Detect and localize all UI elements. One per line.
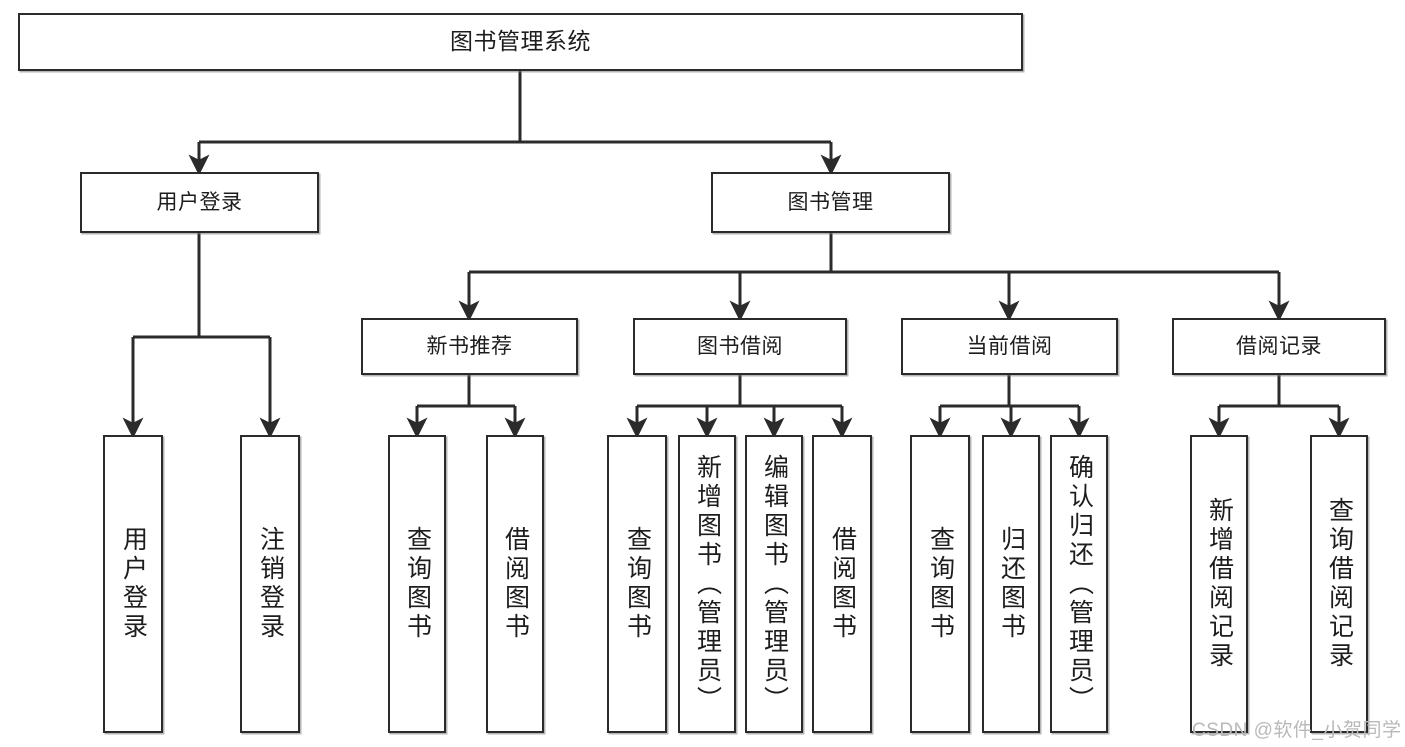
node-label: 借阅图书 bbox=[501, 526, 530, 642]
node-book-management-system[interactable]: 图书管理系统 bbox=[18, 13, 1023, 71]
node-label: 查询图书 bbox=[403, 526, 432, 642]
watermark: CSDN @软件_小贺同学 bbox=[1192, 720, 1402, 741]
node-label: 当前借阅 bbox=[966, 334, 1053, 358]
node-book-borrow[interactable]: 图书借阅 bbox=[633, 318, 847, 375]
node-label: 新书推荐 bbox=[426, 334, 513, 358]
node-user-login[interactable]: 用户登录 bbox=[80, 172, 319, 233]
leaf-add-book[interactable]: 新增图书（管理员） bbox=[678, 435, 736, 733]
leaf-query-record[interactable]: 查询借阅记录 bbox=[1310, 435, 1368, 733]
leaf-borrow-book-1[interactable]: 借阅图书 bbox=[486, 435, 544, 733]
node-label: 新增借阅记录 bbox=[1205, 497, 1234, 671]
node-book-manage[interactable]: 图书管理 bbox=[711, 172, 950, 233]
leaf-confirm-return[interactable]: 确认归还（管理员） bbox=[1050, 435, 1108, 733]
node-label: 注销登录 bbox=[256, 526, 285, 642]
node-current-borrow[interactable]: 当前借阅 bbox=[901, 318, 1118, 375]
node-new-book-recommend[interactable]: 新书推荐 bbox=[361, 318, 578, 375]
leaf-logout[interactable]: 注销登录 bbox=[240, 435, 300, 733]
leaf-add-record[interactable]: 新增借阅记录 bbox=[1190, 435, 1248, 733]
node-label: 借阅记录 bbox=[1236, 334, 1322, 358]
leaf-query-book-1[interactable]: 查询图书 bbox=[388, 435, 446, 733]
node-label: 用户登录 bbox=[119, 526, 148, 642]
node-label: 归还图书 bbox=[997, 526, 1026, 642]
node-label: 确认归还（管理员） bbox=[1065, 453, 1094, 715]
leaf-edit-book[interactable]: 编辑图书（管理员） bbox=[745, 435, 803, 733]
node-label: 查询图书 bbox=[926, 526, 955, 642]
leaf-query-book-3[interactable]: 查询图书 bbox=[910, 435, 970, 733]
leaf-borrow-book-2[interactable]: 借阅图书 bbox=[812, 435, 872, 733]
node-label: 用户登录 bbox=[156, 190, 243, 214]
node-label: 借阅图书 bbox=[828, 526, 857, 642]
node-label: 图书借阅 bbox=[697, 334, 783, 358]
node-label: 查询图书 bbox=[623, 526, 652, 642]
leaf-query-book-2[interactable]: 查询图书 bbox=[607, 435, 667, 733]
leaf-return-book[interactable]: 归还图书 bbox=[982, 435, 1040, 733]
node-label: 编辑图书（管理员） bbox=[760, 453, 789, 715]
node-borrow-record[interactable]: 借阅记录 bbox=[1172, 318, 1386, 375]
leaf-user-login[interactable]: 用户登录 bbox=[103, 435, 163, 733]
node-label: 图书管理系统 bbox=[450, 28, 591, 55]
node-label: 图书管理 bbox=[787, 190, 874, 214]
node-label: 新增图书（管理员） bbox=[693, 453, 722, 715]
node-label: 查询借阅记录 bbox=[1325, 497, 1354, 671]
